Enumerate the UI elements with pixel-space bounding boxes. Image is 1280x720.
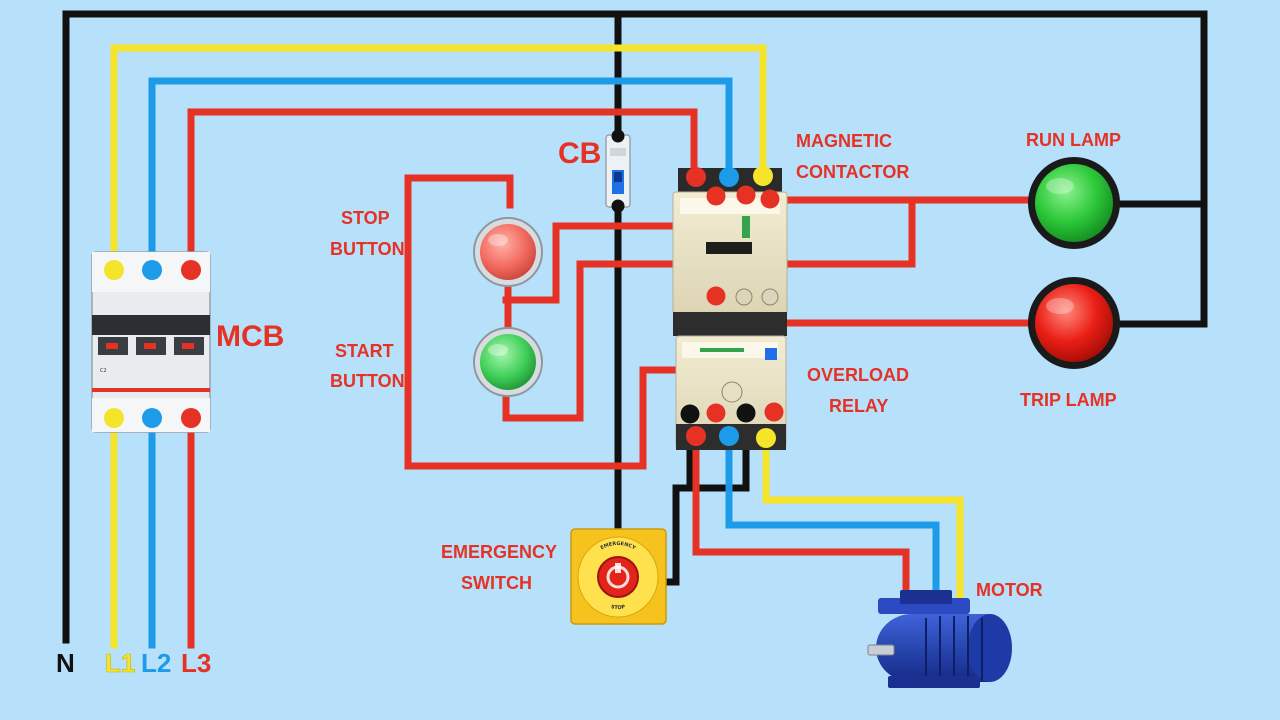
overload-l1-out-terminal xyxy=(756,428,776,448)
trip-lamp xyxy=(1028,277,1120,369)
phase-label-n: N xyxy=(56,648,75,678)
overload-relay xyxy=(675,335,787,450)
neutral-wire xyxy=(62,10,1208,644)
mcb-rating-mark: C2 xyxy=(100,368,107,374)
circuit-breaker xyxy=(605,129,631,213)
trip-lamp-label: TRIP LAMP xyxy=(1020,390,1117,410)
contactor-l1-terminal xyxy=(753,166,773,186)
l2-supply-wire xyxy=(148,77,733,272)
emergency-ring-bottom-text: STOP xyxy=(610,604,626,611)
contactor-aux-terminal-2 xyxy=(736,185,756,205)
l3-supply-wire xyxy=(187,108,698,272)
contactor-coil-terminal xyxy=(706,286,726,306)
mcb-l2-out-terminal xyxy=(142,408,162,428)
mcb-l1-in-terminal xyxy=(104,260,124,280)
phase-labels: N L1 L2 L3 xyxy=(56,648,211,679)
start-to-coil-wire xyxy=(502,196,916,422)
contactor-aux-terminal-1 xyxy=(706,186,726,206)
emergency-to-overload-wire xyxy=(666,409,750,586)
motor-label: MOTOR xyxy=(976,580,1043,600)
overload-relay-label-line2: RELAY xyxy=(829,396,888,416)
l3-motor-wire xyxy=(692,436,910,604)
magnetic-contactor xyxy=(672,166,788,336)
contactor-l2-terminal xyxy=(719,167,739,187)
emergency-stop-switch[interactable]: EMERGENCY STOP xyxy=(570,528,667,625)
magnetic-contactor-label-line2: CONTACTOR xyxy=(796,162,909,182)
mcb: C2 xyxy=(91,251,211,433)
overload-relay-label-line1: OVERLOAD xyxy=(807,365,909,385)
stop-button-label-line2: BUTTON xyxy=(330,239,405,259)
stop-button-label-line1: STOP xyxy=(341,208,390,228)
overload-l3-out-terminal xyxy=(686,426,706,446)
overload-l2-out-terminal xyxy=(719,426,739,446)
mcb-l3-in-terminal xyxy=(181,260,201,280)
overload-aux-terminal-2 xyxy=(764,402,784,422)
start-button-label-line2: BUTTON xyxy=(330,371,405,391)
motor xyxy=(867,590,1012,688)
phase-label-l2: L2 xyxy=(141,648,171,678)
emergency-switch-label-line1: EMERGENCY xyxy=(441,542,557,562)
mcb-label: MCB xyxy=(216,320,284,353)
l1-supply-wire xyxy=(110,44,767,272)
l1-motor-wire xyxy=(762,436,964,604)
mcb-l2-in-terminal xyxy=(142,260,162,280)
mcb-l3-out-terminal xyxy=(181,408,201,428)
run-lamp-label: RUN LAMP xyxy=(1026,130,1121,150)
l2-motor-wire xyxy=(725,436,940,604)
emergency-mushroom-button[interactable] xyxy=(597,556,639,598)
overload-nc-terminal xyxy=(680,404,700,424)
contactor-aux-terminal-3 xyxy=(760,189,780,209)
magnetic-contactor-label-line1: MAGNETIC xyxy=(796,131,892,151)
contactor-l3-terminal xyxy=(686,167,706,187)
cb-label: CB xyxy=(558,137,601,170)
stop-button[interactable] xyxy=(473,217,543,287)
phase-label-l1: L1 xyxy=(105,648,135,678)
phase-label-l3: L3 xyxy=(181,648,211,678)
emergency-ring-top-text: EMERGENCY xyxy=(600,541,637,552)
run-lamp xyxy=(1028,157,1120,249)
start-button-label-line1: START xyxy=(335,341,394,361)
mcb-l1-out-terminal xyxy=(104,408,124,428)
emergency-switch-label-line2: SWITCH xyxy=(461,573,532,593)
start-button[interactable] xyxy=(473,327,543,397)
overload-aux-terminal-1 xyxy=(706,403,726,423)
overload-no-terminal xyxy=(736,403,756,423)
